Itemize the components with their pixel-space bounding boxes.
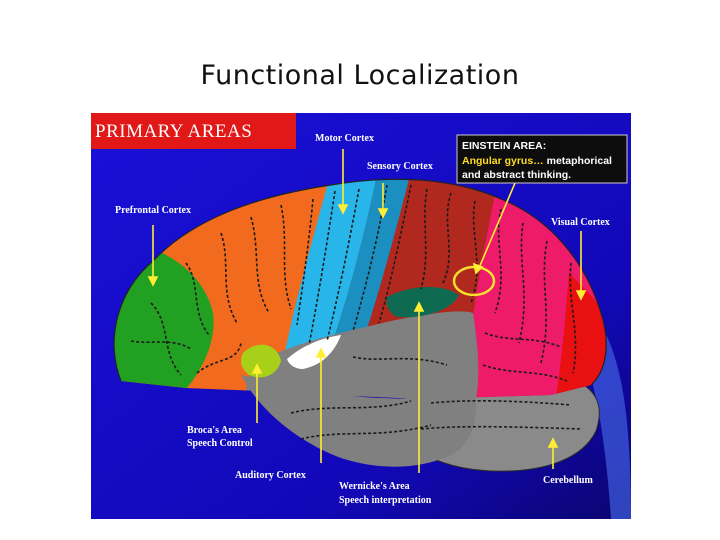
prefrontal-cortex-label: Prefrontal Cortex — [115, 205, 191, 216]
cerebellum-label: Cerebellum — [543, 475, 593, 486]
wernickes-area-label: Wernicke's Area — [339, 481, 410, 492]
einstein-heading: EINSTEIN AREA: — [462, 140, 546, 152]
einstein-info-box — [456, 134, 628, 184]
pointer-lines — [147, 149, 587, 473]
primary-areas-banner — [91, 113, 296, 149]
speech-interpretation-label: Speech interpretation — [339, 495, 432, 506]
visual-cortex-label: Visual Cortex — [551, 217, 610, 228]
einstein-line2: and abstract thinking. — [462, 169, 571, 181]
brocas-region — [241, 344, 281, 378]
temporal-lower-lobe — [241, 375, 476, 467]
auditory-cortex-label: Auditory Cortex — [235, 470, 306, 481]
brocas-area-label: Broca's Area — [187, 425, 242, 436]
gyri-lines — [130, 184, 582, 440]
einstein-line1: Angular gyrus… metaphorical — [462, 155, 612, 167]
wernickes-region — [386, 286, 459, 318]
speech-control-label: Speech Control — [187, 438, 253, 449]
brain-outline — [113, 178, 607, 386]
brain-diagram: PRIMARY AREAS — [91, 113, 631, 519]
motor-cortex-label: Motor Cortex — [315, 133, 374, 144]
motor-cortex-region — [281, 179, 389, 371]
primary-areas-label: PRIMARY AREAS — [95, 121, 252, 142]
slide-title: Functional Localization — [200, 60, 520, 91]
auditory-white-region — [287, 335, 341, 369]
sensory-cortex-label: Sensory Cortex — [367, 161, 433, 172]
